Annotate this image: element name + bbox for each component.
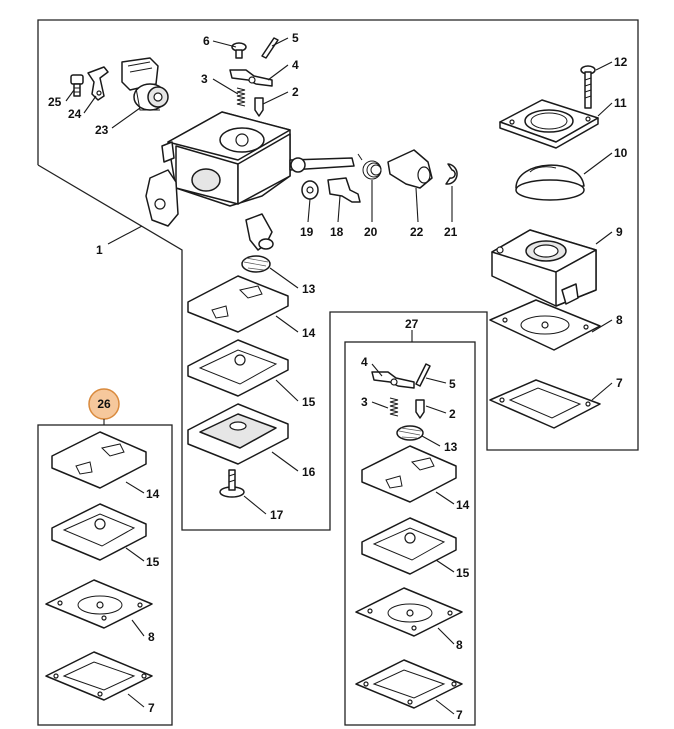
- kit-27-diaphragm-8: [355, 587, 463, 637]
- main-assembly-frame: [37, 19, 639, 531]
- callout-15-kit26: 15: [146, 555, 160, 569]
- callout-5: 5: [292, 31, 299, 45]
- callout-24: 24: [68, 107, 82, 121]
- callout-16: 16: [302, 465, 316, 479]
- part-bushing-19: [301, 180, 319, 200]
- callout-25: 25: [48, 95, 62, 109]
- callout-14-kit27: 14: [456, 498, 470, 512]
- part-gasket-15-main: [187, 339, 289, 397]
- part-diaphragm-14-main: [187, 275, 289, 333]
- part-screw-12: [580, 65, 596, 109]
- part-spring-20: [357, 153, 382, 180]
- kit-27-needle-2: [415, 399, 425, 419]
- callout-13-kit27: 13: [444, 440, 458, 454]
- part-carburetor-body-1: [145, 111, 355, 251]
- callout-21: 21: [444, 225, 458, 239]
- callout-3-kit27: 3: [361, 395, 368, 409]
- callout-14-main: 14: [302, 326, 316, 340]
- kit-26-gasket-7: [45, 651, 153, 701]
- callout-11: 11: [614, 96, 627, 110]
- part-pump-housing-9: [491, 229, 597, 307]
- part-clip-21: [445, 163, 458, 185]
- callout-8-kit26: 8: [148, 630, 155, 644]
- part-lever-18: [327, 177, 361, 203]
- callout-17: 17: [270, 508, 284, 522]
- callout-26: 26: [97, 397, 111, 411]
- callout-19: 19: [300, 225, 314, 239]
- kit-27-spring-3: [389, 397, 399, 417]
- callout-18: 18: [330, 225, 344, 239]
- callout-4-kit27: 4: [361, 355, 368, 369]
- part-solenoid-23: [121, 57, 169, 111]
- kit-26-badge: 26: [88, 388, 120, 425]
- part-spring-3: [236, 87, 246, 107]
- callout-3: 3: [201, 72, 208, 86]
- kit-26-diaphragm-14: [51, 431, 147, 489]
- callout-12: 12: [614, 55, 628, 69]
- callout-8-main: 8: [616, 313, 623, 327]
- part-diaphragm-8-main: [489, 299, 601, 351]
- callout-27: 27: [405, 317, 419, 331]
- part-screw-6: [231, 42, 247, 59]
- callout-8-kit27: 8: [456, 638, 463, 652]
- kit-26-gasket-15: [51, 503, 147, 561]
- callout-7-kit26: 7: [148, 701, 155, 715]
- callout-10: 10: [614, 146, 628, 160]
- part-screen-13-main: [241, 255, 271, 273]
- callout-7-main: 7: [616, 376, 623, 390]
- kit-26-diaphragm-8: [45, 579, 153, 629]
- callout-4: 4: [292, 58, 299, 72]
- callout-2-kit27: 2: [449, 407, 456, 421]
- kit-27-lever-4: [371, 371, 415, 389]
- callout-14-kit26: 14: [146, 487, 160, 501]
- callout-2: 2: [292, 85, 299, 99]
- callout-23: 23: [95, 123, 109, 137]
- kit-27-frame: [344, 341, 476, 726]
- leader-lines: [65, 37, 613, 715]
- kit-27-pin-5: [415, 363, 431, 387]
- callout-22: 22: [410, 225, 424, 239]
- kit-27-gasket-15: [361, 517, 457, 575]
- part-gasket-7-main: [489, 379, 601, 429]
- callout-1: 1: [96, 243, 103, 257]
- kit-27-diaphragm-14: [361, 445, 457, 503]
- callout-13-main: 13: [302, 282, 316, 296]
- callout-15-kit27: 15: [456, 566, 470, 580]
- part-primer-bulb-10: [515, 164, 585, 201]
- callout-7-kit27: 7: [456, 708, 463, 722]
- part-lever-4: [229, 69, 273, 87]
- part-needle-2: [254, 97, 264, 117]
- kit-27-gasket-7: [355, 659, 463, 709]
- part-screw-25: [70, 74, 84, 97]
- part-screw-17: [219, 469, 245, 498]
- part-cover-plate-11: [499, 99, 599, 149]
- part-cover-16-main: [187, 403, 289, 465]
- kit-27-screen-13: [396, 425, 424, 441]
- callout-9: 9: [616, 225, 623, 239]
- callout-6: 6: [203, 34, 210, 48]
- part-clip-24: [87, 66, 109, 101]
- callout-15-main: 15: [302, 395, 316, 409]
- part-pin-5: [261, 37, 279, 59]
- callout-5-kit27: 5: [449, 377, 456, 391]
- callout-20: 20: [364, 225, 378, 239]
- kit-26-frame: [37, 424, 173, 726]
